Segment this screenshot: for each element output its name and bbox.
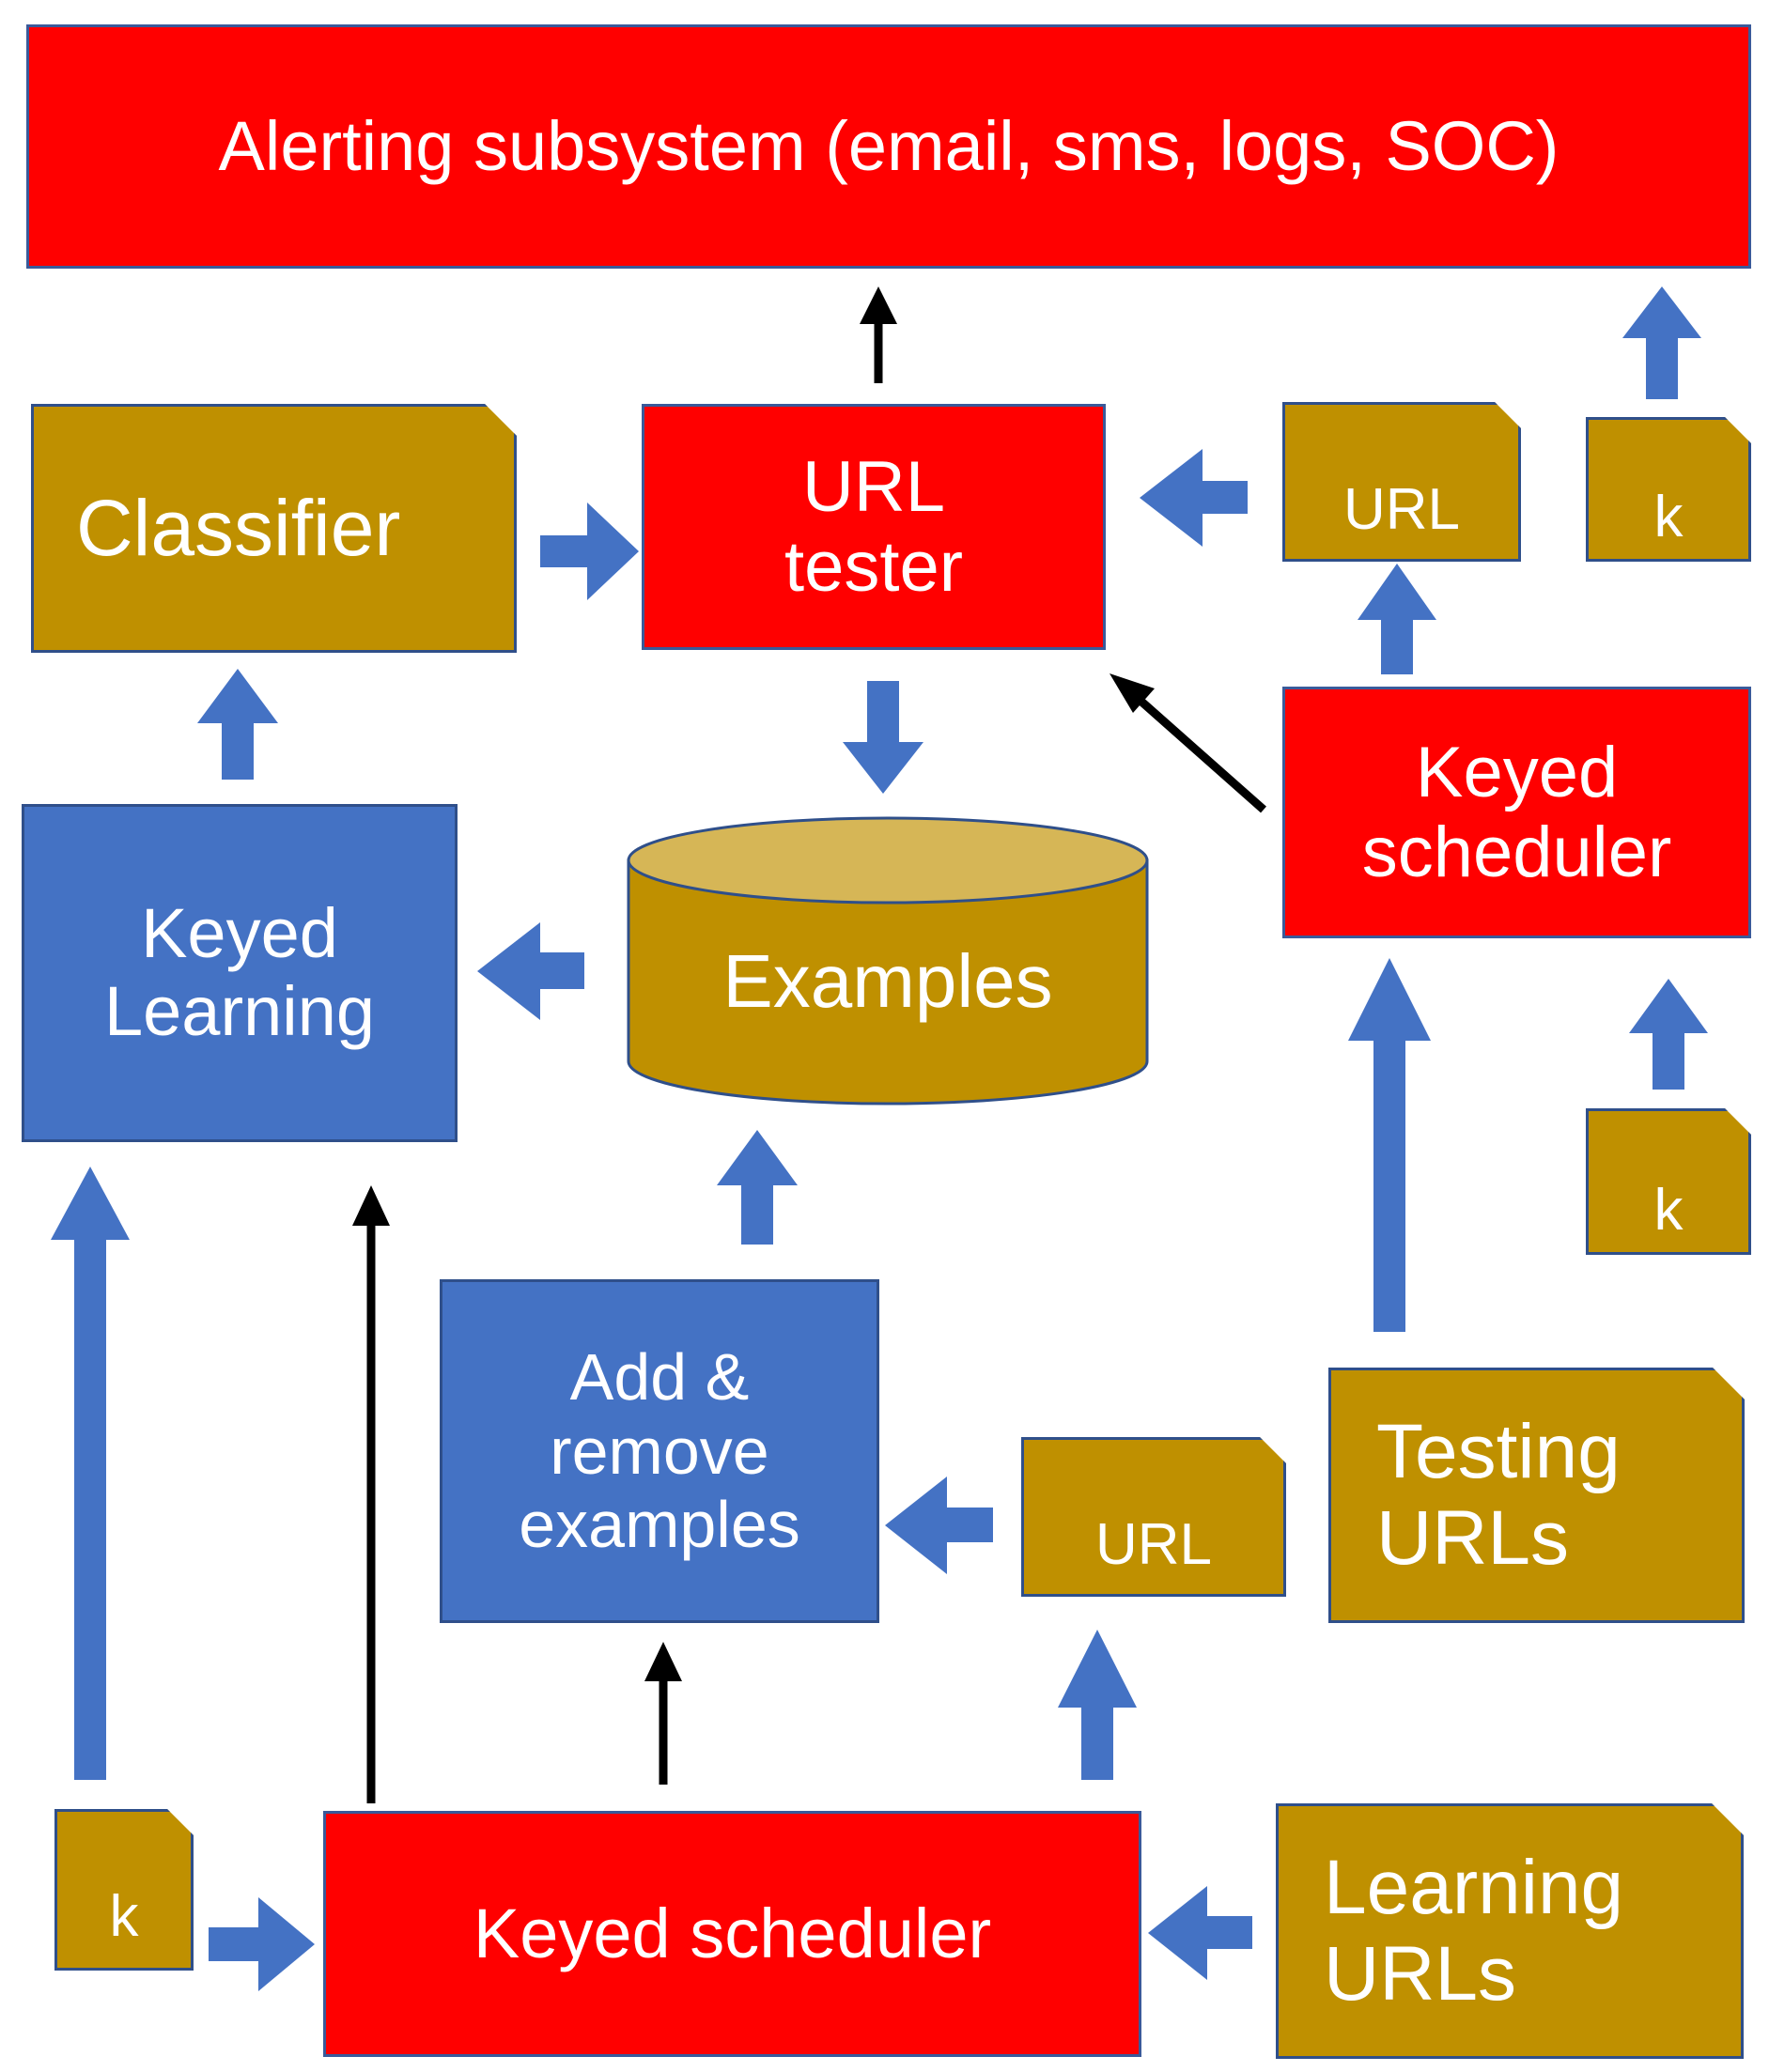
arrow-keyed-scheduler-top-to-url-tester-line [1138,697,1266,813]
k-bottom-document: k [54,1809,194,1971]
arrow-learning-urls-to-keyed-scheduler-bottom [1148,1886,1252,1980]
examples-database-body [627,858,1149,1106]
examples-database [627,816,1149,1106]
keyed-scheduler-top-label-2: scheduler [1361,812,1672,892]
url-top-label: URL [1342,476,1461,542]
arrow-url-tester-to-alerting-head [860,286,897,324]
keyed-learning-label-2: Learning [103,972,375,1050]
k-top-label: k [1653,484,1684,549]
url-mid-label: URL [1094,1511,1213,1577]
testing-urls-document: Testing URLs [1328,1368,1745,1623]
arrow-examples-to-keyed-learning [477,922,584,1020]
arrow-testing-urls-to-keyed-scheduler-top [1348,958,1431,1332]
add-remove-examples-box: Add & remove examples [440,1279,879,1623]
testing-urls-label-2: URLs [1376,1495,1570,1581]
testing-urls-label-1: Testing [1376,1409,1621,1495]
examples-label-wrap: Examples [624,902,1152,1061]
examples-database-top [627,816,1149,905]
arrow-url-mid-to-add-remove [885,1477,993,1574]
k-mid-document: k [1586,1108,1751,1255]
keyed-learning-box: Keyed Learning [22,804,458,1142]
arrow-k-bottom-to-keyed-scheduler-bottom [209,1897,315,1991]
arrow-keyed-scheduler-bottom-to-add-remove-head [644,1642,682,1681]
arrow-keyed-scheduler-bottom-to-url-mid [1058,1630,1137,1780]
k-top-document: k [1586,417,1751,562]
arrow-url-tester-to-examples [843,681,923,794]
keyed-scheduler-top-label-1: Keyed [1415,732,1619,812]
url-tester-label-1: URL [801,446,946,527]
examples-label: Examples [722,939,1053,1024]
url-tester-label-2: tester [784,527,964,607]
arrow-keyed-learning-to-classifier [197,669,278,780]
add-remove-label-1: Add & [569,1340,750,1415]
arrow-k-mid-to-keyed-scheduler-top [1629,979,1708,1090]
add-remove-label-3: examples [519,1488,800,1562]
arrow-k-bottom-to-keyed-learning [51,1167,130,1780]
add-remove-label-2: remove [550,1414,769,1488]
k-bottom-label: k [109,1883,139,1949]
learning-urls-label-2: URLs [1324,1931,1517,2017]
classifier-label: Classifier [76,484,401,573]
arrow-url-top-to-url-tester [1140,449,1248,547]
arrow-classifier-to-url-tester [540,503,639,600]
keyed-scheduler-bottom-label: Keyed scheduler [473,1894,992,1972]
learning-urls-label-1: Learning [1324,1845,1624,1931]
classifier-document: Classifier [31,404,517,653]
alerting-subsystem-label: Alerting subsystem (email, sms, logs, SO… [218,106,1560,185]
url-tester-box: URL tester [642,404,1106,650]
keyed-learning-label-1: Keyed [141,894,338,973]
k-mid-label: k [1653,1177,1684,1243]
keyed-scheduler-bottom-box: Keyed scheduler [323,1811,1141,2057]
arrow-k-top-to-alerting [1622,286,1701,399]
arrow-keyed-scheduler-bottom-to-keyed-learning-head [352,1185,390,1226]
arrow-keyed-scheduler-top-to-url-top [1358,564,1436,674]
arrow-add-remove-to-examples [717,1130,798,1245]
keyed-scheduler-top-box: Keyed scheduler [1282,687,1751,938]
alerting-subsystem-box: Alerting subsystem (email, sms, logs, SO… [26,24,1751,269]
learning-urls-document: Learning URLs [1276,1803,1744,2059]
arrow-keyed-scheduler-top-to-url-tester-head [1110,673,1155,713]
url-top-document: URL [1282,402,1521,562]
url-mid-document: URL [1021,1437,1286,1597]
